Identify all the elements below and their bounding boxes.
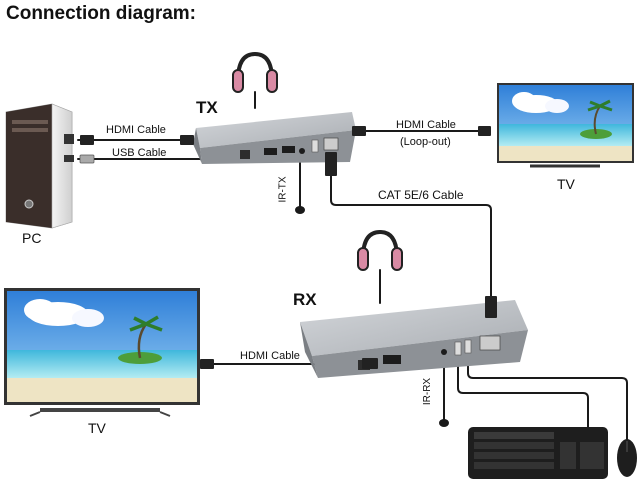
rx-cat-plug [485,296,497,318]
cat-cable [330,175,492,297]
tx-label: TX [196,98,218,117]
tx-hdmi-in-plug [180,135,194,145]
mouse-icon [617,439,637,477]
tx-loopout-plug [352,126,366,136]
rx-hdmi-cable-label: HDMI Cable [240,350,300,362]
cat-cable-label: CAT 5E/6 Cable [378,188,464,202]
tx-loopout-note: (Loop-out) [400,136,451,148]
rx-headphones-icon [357,229,403,271]
diagram-title: Connection diagram: [6,3,197,24]
tv-top-hdmi-plug [478,126,491,136]
tx-headphones-icon [232,51,278,93]
tv-bottom-label: TV [88,420,106,436]
rx-hdmi-plug [362,358,378,369]
tx-extender-box [193,112,356,164]
rx-mouse-cable [467,351,628,441]
pc-hdmi-plug [80,135,94,145]
rx-label: RX [293,290,317,309]
ir-tx-receiver-icon [295,206,305,214]
rx-keyboard-cable [457,351,589,429]
pc-label: PC [22,230,42,246]
keyboard-icon [468,427,608,479]
ir-rx-receiver-icon [439,419,449,427]
pc-hdmi-cable-label: HDMI Cable [106,124,166,136]
tv-top-label: TV [557,176,575,192]
tv-bottom-hdmi-plug [200,359,214,369]
pc-usb-cable-label: USB Cable [112,147,167,159]
pc-usb-plug [79,154,95,164]
pc-tower-icon [5,103,74,229]
tv-top-icon [497,83,634,168]
tx-loopout-cable-label: HDMI Cable [396,119,456,131]
tv-bottom-icon [4,288,200,417]
cables [77,91,628,441]
tx-cat-plug [325,152,337,176]
ir-rx-label: IR-RX [422,377,434,406]
ir-tx-label: IR-TX [277,176,289,203]
